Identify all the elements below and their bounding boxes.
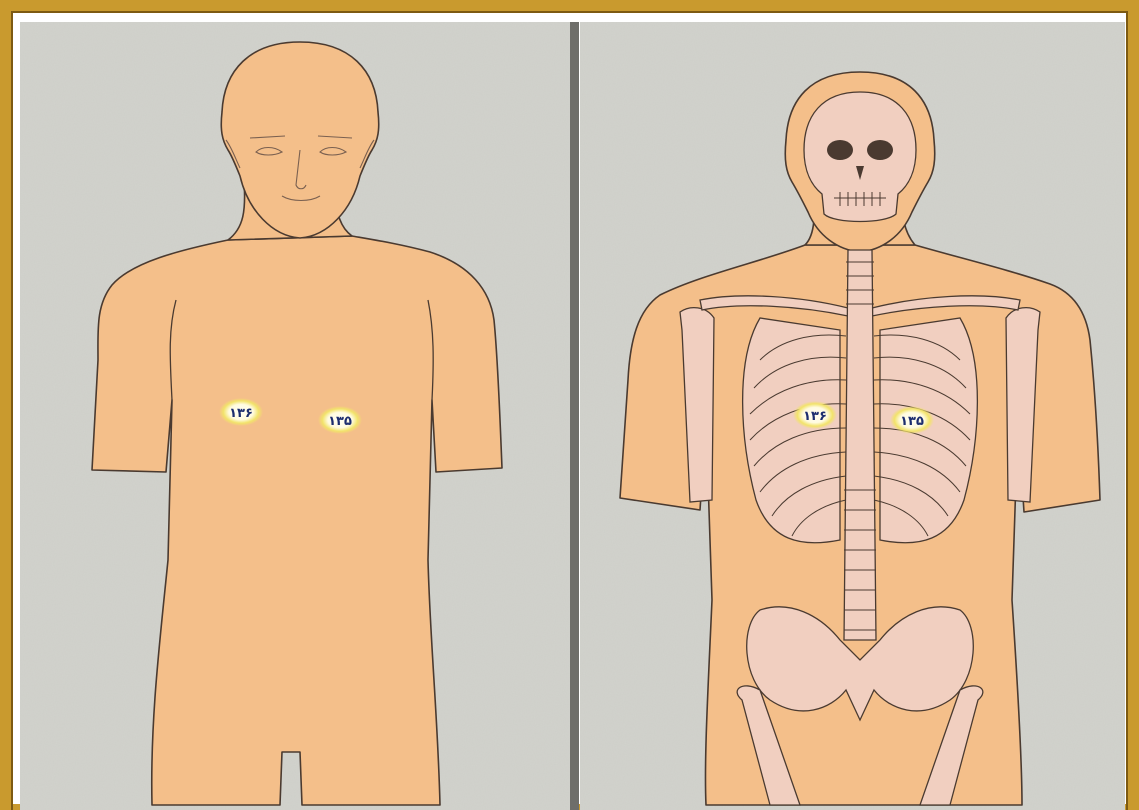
left-marker-right-point-label: ۱۳۶ [229, 406, 253, 421]
right-marker-right-point-label: ۱۳۶ [803, 409, 827, 424]
right-marker-left-point-label: ۱۳۵ [900, 414, 924, 429]
right-marker-right-point[interactable]: ۱۳۶ [793, 401, 837, 429]
left-marker-left-point-label: ۱۳۵ [328, 414, 352, 429]
spine [844, 250, 876, 640]
panel-divider [570, 22, 579, 810]
right-marker-left-point[interactable]: ۱۳۵ [890, 406, 934, 434]
left-marker-left-point[interactable]: ۱۳۵ [318, 406, 362, 434]
left-marker-right-point[interactable]: ۱۳۶ [219, 398, 263, 426]
